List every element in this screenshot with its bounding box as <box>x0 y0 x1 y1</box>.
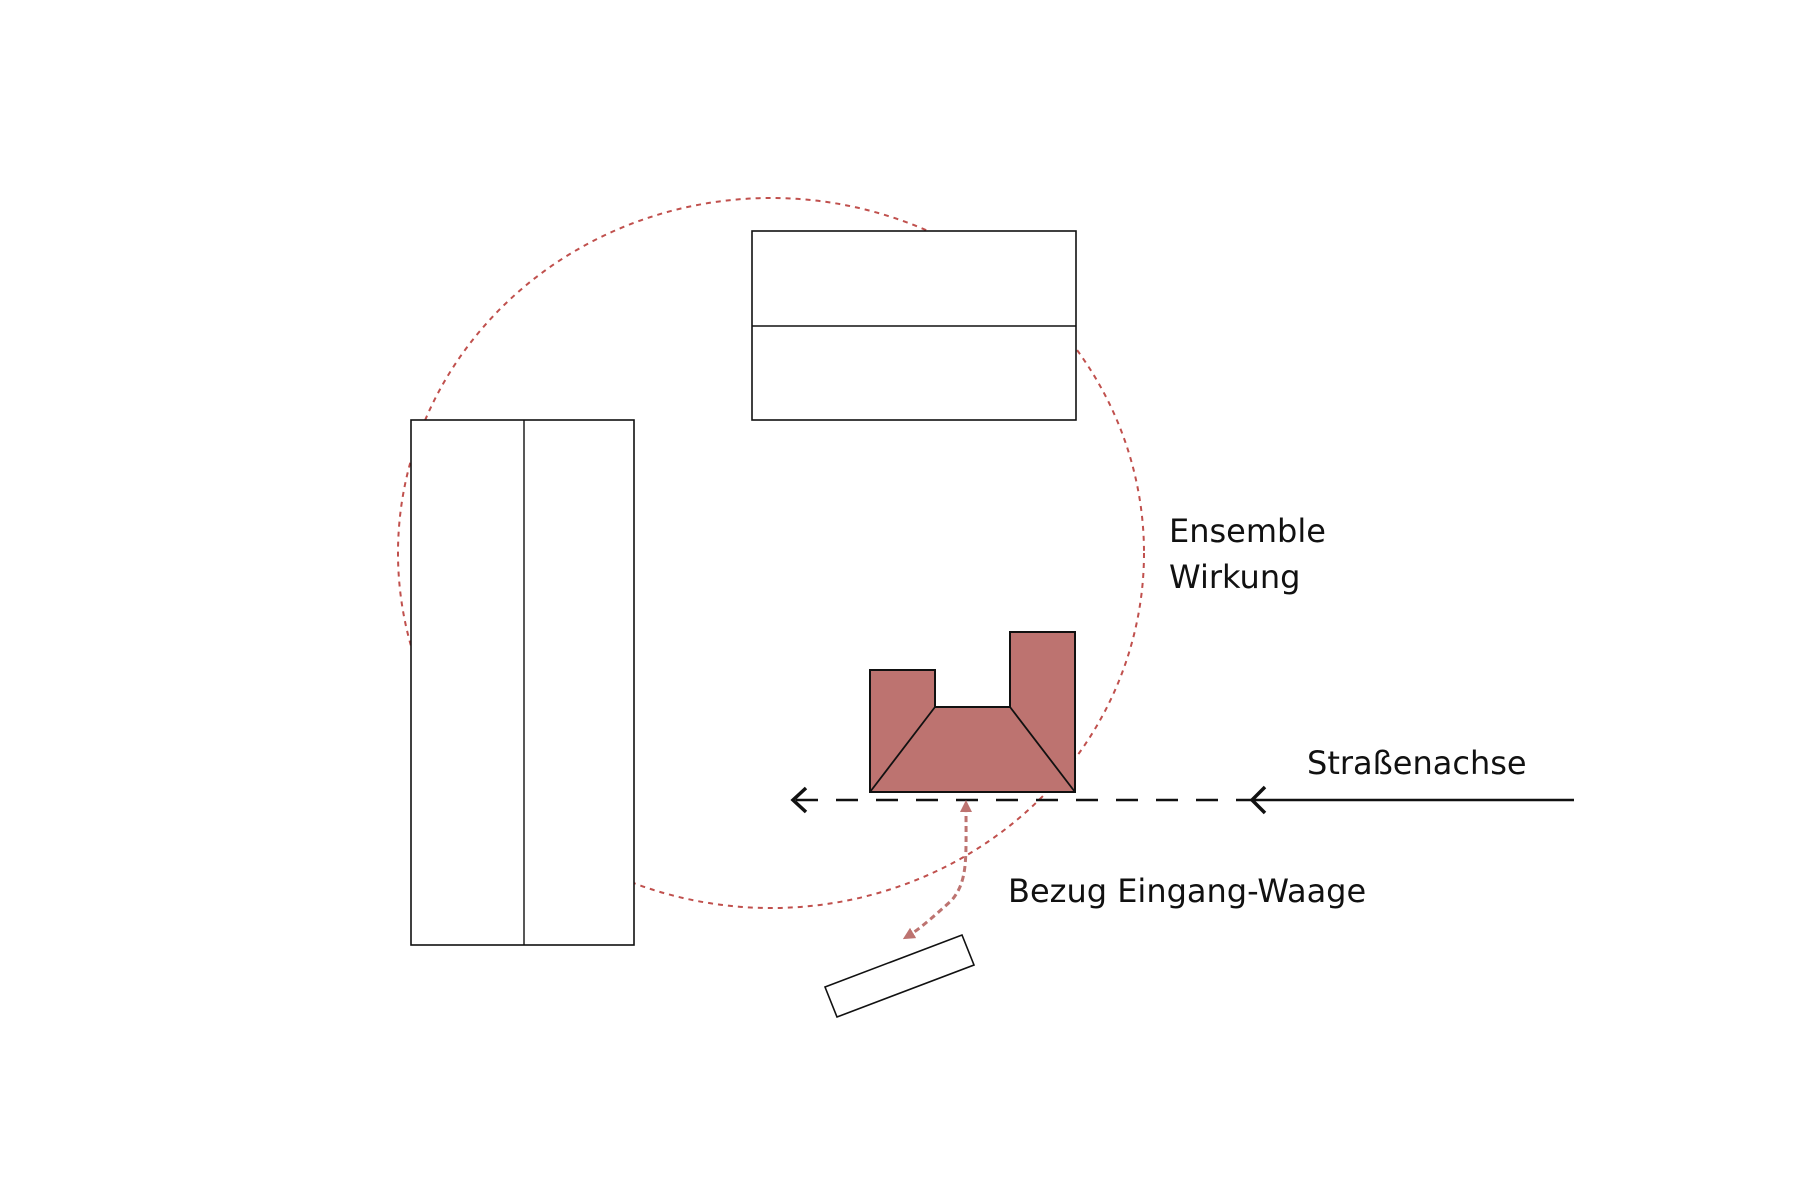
arrow-head-mid-icon <box>1249 785 1267 815</box>
building-top <box>751 230 1077 421</box>
street-axis <box>790 785 1574 815</box>
arrow-head-left-icon <box>790 786 808 814</box>
street-axis-label: Straßenachse <box>1307 744 1527 782</box>
entrance-relation-arrow <box>902 800 973 940</box>
highlighted-building <box>869 631 1076 793</box>
scale-building <box>823 933 976 1019</box>
ensemble-label-line2: Wirkung <box>1169 558 1301 596</box>
entrance-relation-label: Bezug Eingang-Waage <box>1008 872 1367 910</box>
building-left <box>410 419 635 946</box>
ensemble-label-line1: Ensemble <box>1169 512 1326 550</box>
ensemble-circle <box>397 197 1145 909</box>
